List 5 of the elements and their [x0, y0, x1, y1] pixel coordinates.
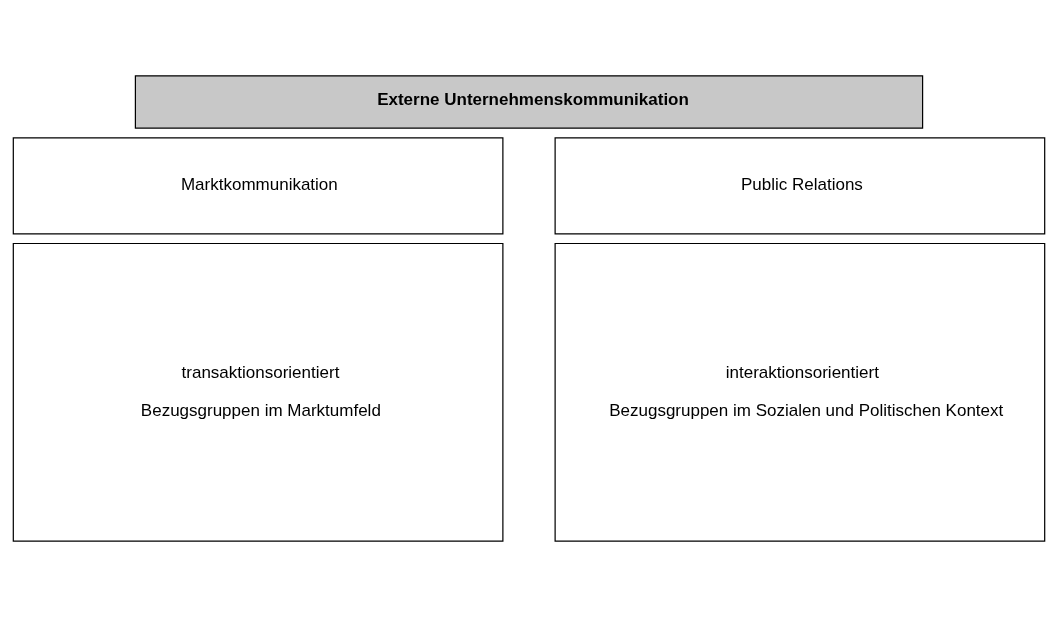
node-box: interaktionsorientiert Bezugsgruppen im Sozialen und Politischen Kontext — [554, 242, 1046, 542]
node-box: Public Relations — [554, 137, 1046, 235]
node-box: Marktkommunikation — [12, 137, 504, 235]
node-box: transaktionsorientiert Bezugsgruppen im Marktumfeld — [12, 242, 504, 542]
node-box: Externe Unternehmenskommunikation — [134, 75, 924, 129]
